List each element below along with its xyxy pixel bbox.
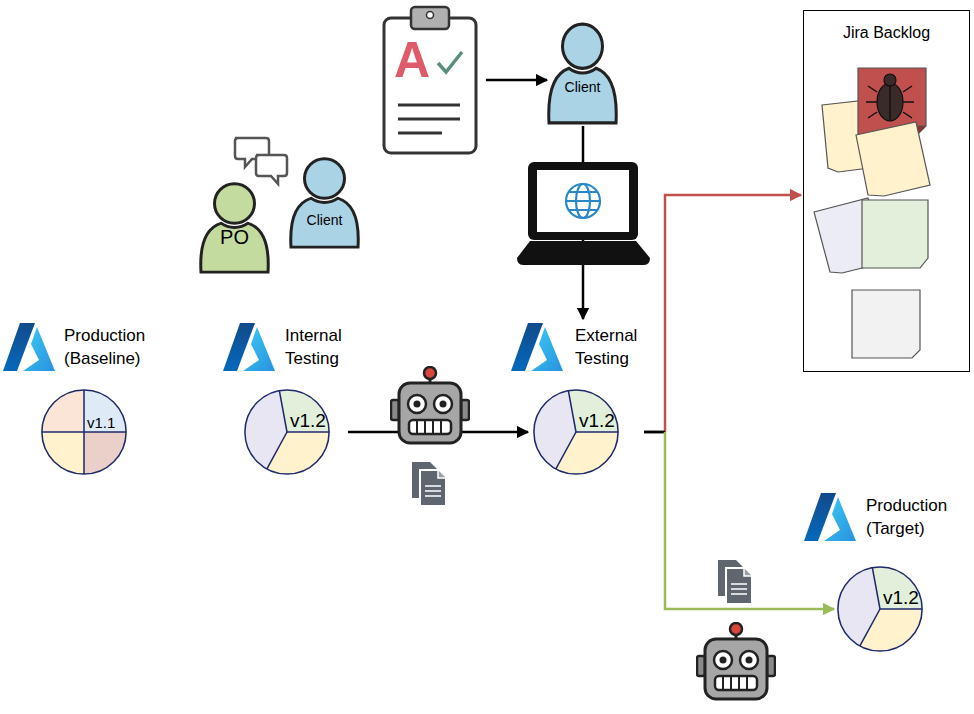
- azure-logo: [3, 323, 856, 541]
- client-figure: Client: [545, 20, 620, 125]
- document-icon: [412, 462, 752, 604]
- environment-name: External Testing: [575, 324, 637, 370]
- connector-line: [486, 79, 547, 82]
- flow-arrow: [644, 432, 834, 609]
- version-label: v1.2: [883, 587, 919, 608]
- environment-name: Production (Baseline): [64, 324, 145, 370]
- person-label: Client: [545, 78, 620, 96]
- client-figure: Client: [287, 155, 362, 249]
- document-icon: A: [382, 5, 478, 155]
- connector-stub: [644, 431, 665, 434]
- environment-name: Internal Testing: [285, 324, 342, 370]
- laptop-icon: [517, 162, 650, 265]
- backlog-notes: [814, 68, 930, 358]
- environment-pie: Production (Baseline) v1.1: [40, 322, 148, 476]
- robot-icon: [391, 367, 775, 699]
- version-label: v1.2: [290, 410, 326, 431]
- environment-pie: External Testing v1.2: [532, 322, 640, 476]
- version-pie: v1.2: [836, 565, 924, 653]
- flow-arrow: [486, 80, 547, 81]
- environment-pie: Internal Testing v1.2: [243, 322, 344, 476]
- environment-name: Production (Target): [866, 494, 947, 540]
- grade-letter: A: [394, 33, 430, 87]
- person-label: PO: [197, 225, 272, 249]
- version-pie: v1.1: [40, 388, 128, 476]
- product-owner-figure: PO: [197, 180, 272, 274]
- version-label: v1.1: [87, 414, 115, 431]
- person-label: Client: [287, 211, 362, 229]
- chat-bubbles: [235, 138, 287, 184]
- version-pie: v1.2: [243, 388, 331, 476]
- backlog-box: Jira Backlog: [803, 10, 970, 372]
- connector-line: [665, 195, 801, 432]
- flow-arrow: [644, 195, 801, 432]
- connector-stub: [644, 431, 665, 434]
- box-title: Jira Backlog: [804, 23, 969, 43]
- connector-line: [665, 432, 834, 609]
- environment-pie: Production (Target) v1.2: [836, 492, 950, 653]
- version-pie: v1.2: [532, 388, 620, 476]
- version-label: v1.2: [579, 410, 615, 431]
